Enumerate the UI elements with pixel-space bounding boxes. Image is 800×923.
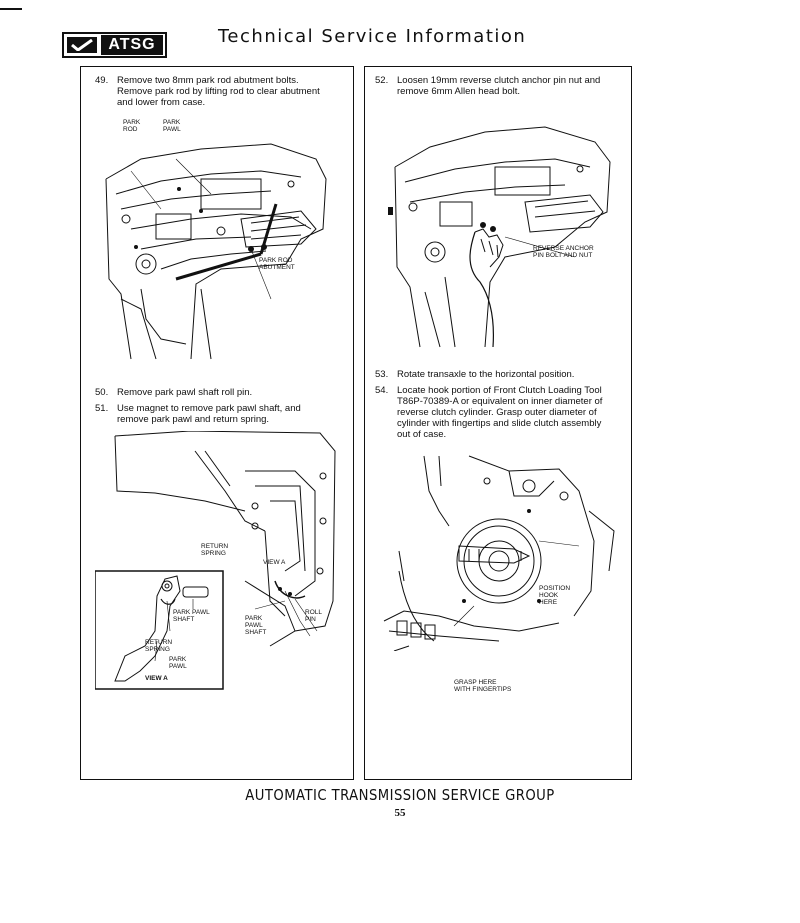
figure-park-rod-abutment: PARK ROD PARK PAWL PARK ROD ABUTMENT [101, 119, 331, 365]
park-pawl-illustration [94, 430, 336, 690]
label-return-spring-inset: RETURN SPRING [145, 639, 173, 653]
step-number: 53. [375, 369, 389, 380]
step-line: remove 6mm Allen head bolt. [397, 86, 521, 97]
label-position-hook: POSITION HOOK HERE [539, 585, 571, 606]
clutch-cylinder-illustration [383, 455, 615, 652]
label-roll-pin: ROLL PIN [305, 609, 322, 623]
step-line: out of case. [397, 429, 447, 440]
step-52: 52. Loosen 19mm reverse clutch anchor pi… [375, 75, 629, 99]
logo-text: ATSG [101, 35, 163, 55]
label-park-rod: PARK ROD [123, 119, 141, 133]
step-number: 54. [375, 385, 389, 396]
reverse-anchor-illustration [388, 126, 611, 348]
step-line: Loosen 19mm reverse clutch anchor pin nu… [397, 75, 601, 86]
step-line: Remove park pawl shaft roll pin. [117, 387, 253, 398]
step-number: 49. [95, 75, 109, 86]
label-view-a-marker: VIEW A [263, 559, 286, 566]
step-line: Remove park rod by lifting rod to clear … [117, 86, 320, 97]
label-reverse-anchor: REVERSE ANCHOR PIN BOLT AND NUT [533, 245, 594, 259]
right-panel: 52. Loosen 19mm reverse clutch anchor pi… [364, 66, 632, 780]
page-corner-mark [0, 8, 22, 10]
transaxle-case-illustration [105, 143, 327, 360]
step-50: 50. Remove park pawl shaft roll pin. [95, 387, 345, 399]
step-49: 49. Remove two 8mm park rod abutment bol… [95, 75, 345, 111]
step-51: 51. Use magnet to remove park pawl shaft… [95, 403, 345, 427]
step-53: 53. Rotate transaxle to the horizontal p… [375, 369, 629, 381]
step-54: 54. Locate hook portion of Front Clutch … [375, 385, 629, 443]
page-title: Technical Service Information [218, 26, 527, 47]
step-line: Rotate transaxle to the horizontal posit… [397, 369, 575, 380]
step-line: Use magnet to remove park pawl shaft, an… [117, 403, 301, 414]
step-number: 52. [375, 75, 389, 86]
label-park-pawl-shaft: PARK PAWL SHAFT [245, 615, 267, 636]
left-panel: 49. Remove two 8mm park rod abutment bol… [80, 66, 354, 780]
step-line: cylinder with fingertips and slide clutc… [397, 418, 602, 429]
step-line: Remove two 8mm park rod abutment bolts. [117, 75, 299, 86]
step-line: T86P-70389-A or equivalent on inner diam… [397, 396, 603, 407]
step-line: remove park pawl and return spring. [117, 414, 270, 425]
step-line: and lower from case. [117, 97, 206, 108]
step-number: 51. [95, 403, 109, 414]
checkmark-flag-icon [67, 37, 97, 53]
step-line: reverse clutch cylinder. Grasp outer dia… [397, 407, 597, 418]
figure-park-pawl-shaft: RETURN SPRING VIEW A PARK PAWL SHAFT RET… [94, 430, 347, 691]
step-line: Locate hook portion of Front Clutch Load… [397, 385, 602, 396]
page-number: 55 [394, 807, 406, 819]
footer-title: AUTOMATIC TRANSMISSION SERVICE GROUP [245, 786, 555, 804]
label-grasp-here: GRASP HERE WITH FINGERTIPS [454, 679, 512, 693]
figure-clutch-removal: POSITION HOOK HERE GRASP HERE WITH FINGE… [379, 451, 623, 693]
label-park-rod-abutment: PARK ROD ABUTMENT [259, 257, 295, 271]
label-park-pawl-shaft-inset: PARK PAWL SHAFT [173, 609, 210, 623]
label-view-a-caption: VIEW A [145, 675, 168, 682]
atsg-logo: ATSG [62, 32, 167, 58]
figure-reverse-anchor: REVERSE ANCHOR PIN BOLT AND NUT [385, 107, 621, 357]
step-number: 50. [95, 387, 109, 398]
label-park-pawl-inset: PARK PAWL [169, 656, 187, 670]
label-park-pawl: PARK PAWL [163, 119, 181, 133]
label-return-spring: RETURN SPRING [201, 543, 229, 557]
